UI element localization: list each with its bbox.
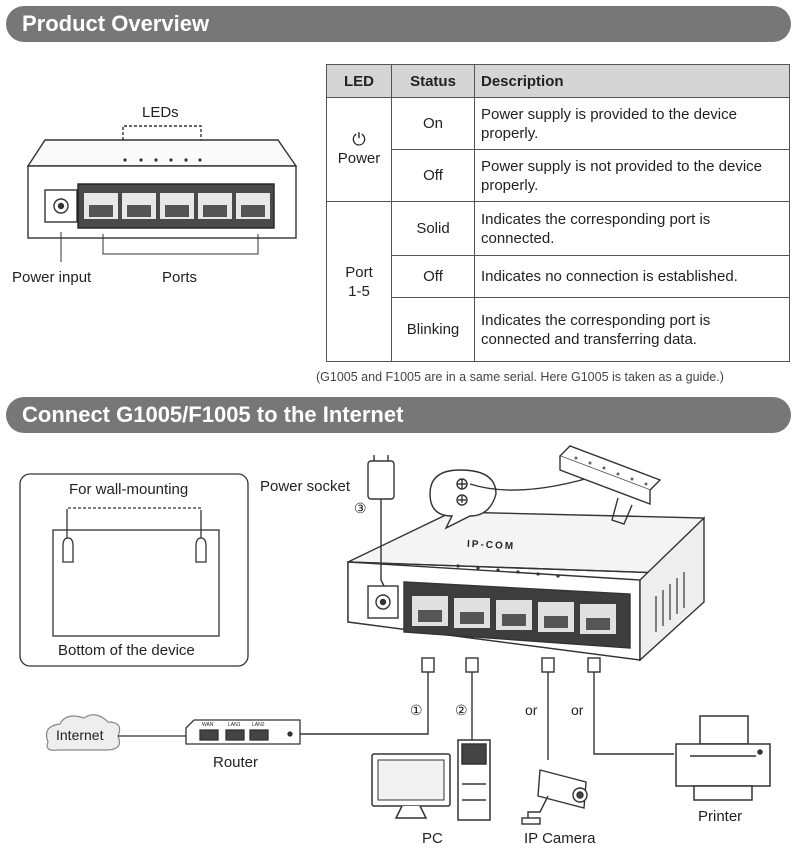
overview-device-illustration [26, 125, 298, 262]
network-cables [300, 657, 674, 760]
description-cell: Power supply is provided to the device p… [474, 97, 790, 150]
status-cell: On [391, 97, 475, 150]
step-2-marker: ② [455, 702, 468, 718]
table-row: ⏻ Power On Power supply is provided to t… [326, 97, 790, 202]
table-row: Port 1-5 Solid Indicates the correspondi… [326, 201, 790, 362]
table-row: Off Power supply is not provided to the … [327, 149, 790, 202]
router-label: Router [213, 754, 259, 771]
power-socket-label: Power socket [260, 478, 351, 495]
port-led-name: Port [345, 263, 373, 281]
ip-camera-label: IP Camera [524, 830, 596, 847]
power-led-cell: ⏻ Power [326, 97, 392, 202]
led-status-table: LED Status Description ⏻ Power On Power … [326, 64, 790, 362]
step-1-marker: ① [410, 702, 423, 718]
table-header-row: LED Status Description [326, 64, 790, 98]
port-led-range: 1-5 [348, 282, 370, 300]
header-led: LED [326, 64, 392, 98]
main-switch-illustration [347, 511, 705, 662]
table-row: Blinking Indicates the corresponding por… [327, 297, 790, 362]
router-port-wan: WAN [202, 722, 214, 728]
printer-illustration [675, 715, 771, 801]
description-cell: Indicates no connection is established. [474, 255, 790, 298]
ports-label: Ports [162, 269, 198, 286]
power-led-name: Power [337, 150, 381, 167]
step-3-marker: ③ [354, 500, 367, 516]
pc-illustration [371, 739, 491, 821]
status-cell: Off [391, 149, 475, 202]
port-led-cell: Port 1-5 [326, 201, 392, 362]
table-row: Off Indicates no connection is establish… [327, 255, 790, 298]
product-overview-banner: Product Overview [6, 6, 791, 42]
or-label-printer: or [571, 702, 584, 718]
router-port-lan2: LAN2 [252, 722, 265, 728]
internet-cloud-icon [45, 714, 186, 751]
router-port-lan1: LAN1 [228, 722, 241, 728]
description-cell: Power supply is not provided to the devi… [474, 149, 790, 202]
status-cell: Blinking [391, 297, 475, 362]
printer-label: Printer [698, 808, 743, 825]
leds-label: LEDs [142, 104, 179, 121]
description-cell: Indicates the corresponding port is conn… [474, 201, 790, 256]
header-description: Description [474, 64, 790, 98]
wall-mount-title: For wall-mounting [69, 481, 189, 498]
ip-camera-illustration [521, 769, 588, 825]
table-footnote: (G1005 and F1005 are in a same serial. H… [316, 370, 724, 384]
power-input-label: Power input [12, 269, 92, 286]
status-cell: Off [391, 255, 475, 298]
wall-mount-illustration [19, 473, 249, 667]
status-cell: Solid [391, 201, 475, 256]
power-icon: ⏻ [352, 130, 366, 149]
pc-label: PC [422, 830, 443, 847]
or-label-camera: or [525, 702, 538, 718]
header-status: Status [391, 64, 475, 98]
grounding-callout [429, 445, 662, 530]
bottom-of-device-caption: Bottom of the device [58, 642, 195, 659]
router-illustration [185, 719, 301, 745]
description-cell: Indicates the corresponding port is conn… [474, 297, 790, 362]
power-adapter-illustration [367, 455, 395, 587]
internet-label: Internet [56, 727, 104, 743]
connect-banner: Connect G1005/F1005 to the Internet [6, 397, 791, 433]
